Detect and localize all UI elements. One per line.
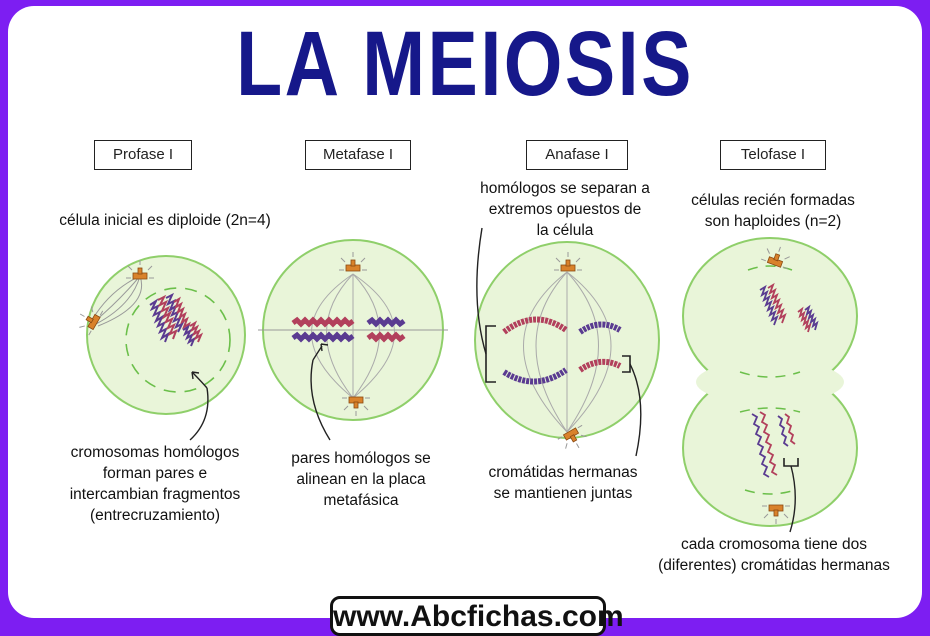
page-title: LA MEIOSIS bbox=[236, 13, 694, 115]
profase-bottom-note: cromosomas homólogos forman pares e inte… bbox=[69, 444, 241, 524]
phase-label-anafase: Anafase I bbox=[526, 140, 628, 170]
metafase-bottom-note: pares homólogos se alinean en la placa m… bbox=[291, 450, 431, 509]
profase-top-note: célula inicial es diploide (2n=4) bbox=[59, 212, 271, 229]
anafase-top-note: homólogos se separan a extremos opuestos… bbox=[480, 180, 650, 239]
telofase-cells bbox=[682, 237, 858, 533]
meiosis-diagram bbox=[72, 227, 858, 533]
footer-url[interactable]: www.Abcfichas.com bbox=[330, 596, 624, 636]
telofase-bottom-note: cada cromosoma tiene dos (diferentes) cr… bbox=[658, 536, 890, 574]
phase-label-telofase: Telofase I bbox=[720, 140, 826, 170]
anafase-cell bbox=[474, 227, 660, 457]
phase-label-profase: Profase I bbox=[94, 140, 192, 170]
telofase-top-note: células recién formadas son haploides (n… bbox=[691, 192, 855, 230]
metafase-cell bbox=[258, 239, 448, 441]
profase-cell bbox=[72, 255, 246, 441]
phase-label-metafase: Metafase I bbox=[305, 140, 411, 170]
anafase-bottom-note: cromátidas hermanas se mantienen juntas bbox=[488, 464, 638, 502]
